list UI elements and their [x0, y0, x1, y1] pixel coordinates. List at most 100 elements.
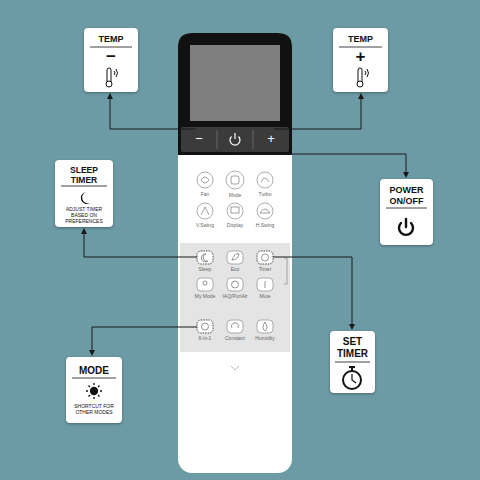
arrow-head: [107, 93, 113, 99]
arrow-head: [403, 172, 409, 178]
thermometer-icon: [114, 69, 118, 77]
callout-text: +: [335, 48, 386, 65]
button-label: V.Swing: [185, 222, 225, 228]
mode-shortcut-button: [197, 320, 213, 333]
button-label: Sleep: [185, 266, 225, 272]
moon-glyph: [201, 254, 208, 262]
arrow-head: [89, 350, 95, 356]
button-panel: [180, 243, 290, 352]
arrow-head: [349, 324, 355, 330]
drop-glyph: [263, 322, 267, 331]
callout-title: POWER ON/OFF: [382, 185, 431, 207]
thermometer-icon: [357, 81, 363, 87]
sun-icon: [86, 383, 102, 399]
callout-rule: [339, 47, 382, 48]
callout-box: SLEEP TIMER ADJUST TIMER BASED ON PREFERE…: [55, 160, 113, 227]
swing-glyph: [260, 209, 270, 213]
timer-button: [257, 251, 273, 264]
band-divider: [217, 130, 218, 149]
arrow-head: [358, 93, 364, 99]
callout-rule: [72, 378, 116, 379]
sixinone-glyph: [202, 323, 209, 330]
leader-line: [84, 232, 197, 257]
button-label: Display: [215, 222, 255, 228]
callout-text: ADJUST TIMER BASED ON PREFERENCES: [57, 206, 111, 224]
callout-box: POWER ON/OFF: [380, 179, 433, 245]
remote-button: [197, 203, 213, 219]
callout-rule: [90, 47, 132, 48]
remote-button: [197, 172, 213, 188]
stopwatch-icon: [349, 366, 355, 368]
stopwatch-icon: [343, 371, 361, 389]
button-label: Mode: [215, 192, 255, 198]
callout-box: SET TIMER: [330, 331, 375, 393]
leader-line: [274, 97, 361, 129]
callout-title: SLEEP TIMER: [57, 165, 111, 185]
remote-button: [257, 172, 273, 188]
callout-rule: [335, 362, 370, 363]
leader-line: [235, 152, 406, 174]
remote-screen: [190, 45, 280, 121]
button-label: Mute: [245, 293, 285, 299]
callout-rule: [61, 186, 107, 187]
arrow-head: [81, 228, 87, 234]
button-label: Turbo: [245, 191, 285, 197]
fan-glyph: [201, 177, 209, 183]
callout-box: MODE SHORTCUT FOR OTHER MODES: [66, 357, 122, 423]
remote-button: [227, 278, 243, 291]
callout-box: TEMP +: [333, 28, 388, 92]
person-glyph: [203, 281, 207, 285]
callout-text: SHORTCUT FOR OTHER MODES: [68, 403, 120, 415]
temp-button-sign: −: [179, 132, 219, 146]
band-divider: [253, 130, 254, 149]
power-icon: [399, 223, 413, 235]
callout-title: TEMP: [86, 34, 136, 44]
swing-glyph: [201, 207, 209, 215]
mode-glyph: [231, 176, 239, 184]
power-icon: [405, 219, 407, 227]
remote-button: [257, 320, 273, 333]
callout-title: MODE: [68, 365, 120, 376]
remote-button: [227, 203, 243, 219]
constant-glyph: [232, 323, 239, 328]
remote-mark: [231, 366, 239, 370]
remote-body: [178, 33, 292, 473]
callout-rule: [386, 208, 427, 209]
remote-button: [257, 278, 273, 291]
clock-glyph: [262, 254, 269, 261]
button-label: 6-in-1: [185, 335, 225, 341]
remote-button: [227, 251, 243, 264]
callout-title: TEMP: [335, 34, 386, 44]
leaf-glyph: [232, 254, 239, 260]
thermometer-icon: [107, 68, 111, 82]
button-label: Constant: [215, 335, 255, 341]
button-label: IAQ/PuriAir: [215, 293, 255, 299]
stopwatch-icon: [351, 368, 353, 371]
callout-box: TEMP −: [84, 28, 138, 92]
button-label: Humidity: [245, 335, 285, 341]
bracket-line: [284, 258, 287, 284]
air-glyph: [232, 281, 239, 288]
mute-glyph: [265, 281, 266, 288]
sun-icon: [91, 388, 98, 395]
callout-text: −: [86, 48, 136, 65]
turbo-glyph: [261, 178, 269, 182]
leader-line: [273, 257, 352, 326]
thermometer-icon: [106, 81, 112, 87]
button-label: Fan: [185, 191, 225, 197]
moon-icon: [81, 192, 90, 204]
button-label: Eco: [215, 266, 255, 272]
temp-button-sign: +: [251, 132, 291, 146]
display-glyph: [231, 207, 239, 213]
button-label: My Mode: [185, 293, 225, 299]
thermometer-icon: [358, 68, 362, 82]
button-label: Timer: [245, 266, 285, 272]
leader-line: [110, 97, 196, 129]
power-glyph: [234, 133, 235, 139]
thermometer-icon: [365, 69, 369, 77]
leader-line: [92, 327, 197, 352]
remote-button: [257, 203, 273, 219]
stopwatch-icon: [352, 374, 356, 383]
remote-top: [178, 33, 292, 155]
